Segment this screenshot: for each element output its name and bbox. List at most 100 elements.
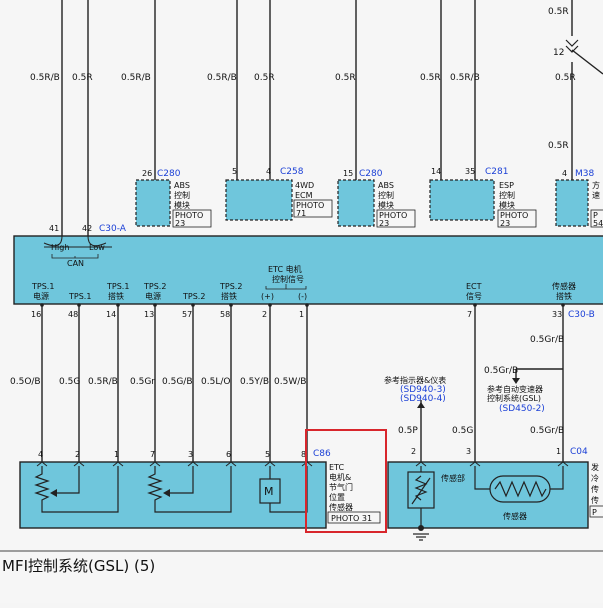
module-name-line: ECM bbox=[295, 191, 313, 200]
connector-code: C281 bbox=[485, 167, 508, 177]
arrow-up bbox=[417, 402, 425, 408]
connector-code: C280 bbox=[157, 169, 181, 179]
right-splice-pin: 12 bbox=[553, 48, 564, 58]
ecm-signal-label: 电源 bbox=[33, 291, 49, 301]
ecm-signal-label: TPS.1 bbox=[106, 282, 129, 291]
temp-gauge-sensor bbox=[474, 466, 564, 503]
ground-icon bbox=[413, 533, 429, 541]
etc-name-line: 电机& bbox=[329, 472, 351, 482]
top-wire-label: 0.5R/B bbox=[121, 73, 151, 83]
can-twist bbox=[43, 235, 112, 248]
ecm-bottom-pin: 48 bbox=[68, 310, 78, 319]
top-wire-label: 0.5R bbox=[335, 73, 356, 83]
tps2-potentiometer bbox=[147, 466, 232, 513]
ecm-signal-label: 搭铁 bbox=[221, 291, 237, 301]
pin-number: 8 bbox=[301, 450, 306, 459]
top-wire-label: 0.5R bbox=[548, 141, 569, 151]
photo-ref: PHOTO bbox=[500, 211, 528, 220]
c04-side-label: 传 bbox=[591, 495, 599, 505]
pin-number: 14 bbox=[431, 167, 441, 176]
module-name-line: 控制 bbox=[378, 190, 394, 200]
pin-number: 2 bbox=[75, 450, 80, 459]
wire-label: 0.5P bbox=[398, 426, 418, 436]
ecm-signal-label: TPS.2 bbox=[182, 292, 205, 301]
c04-photo-ref: P bbox=[592, 508, 597, 517]
wire-label: 0.5Gr/B bbox=[530, 426, 564, 436]
arrow-down bbox=[512, 378, 520, 384]
photo-ref: 23 bbox=[175, 219, 185, 228]
lower-wire-label: 0.5Gr bbox=[130, 377, 155, 387]
photo-ref: PHOTO bbox=[296, 201, 324, 210]
pin-number: 26 bbox=[142, 169, 152, 178]
module-name-line: 模块 bbox=[174, 200, 190, 210]
wire-label: 0.5Gr/B bbox=[484, 366, 518, 376]
sensor-ground-label: 搭铁 bbox=[556, 291, 572, 301]
ecm-bottom-pin: 1 bbox=[299, 310, 304, 319]
etc-signal-label: ETC 电机 bbox=[268, 264, 302, 274]
connector-c281: 14 35 C281 ESP 控制 模块 PHOTO 23 bbox=[429, 167, 537, 228]
ecm-bottom-pin: 7 bbox=[467, 310, 472, 319]
connector-c280-a: 26 C280 ABS 控制 模块 PHOTO 23 bbox=[135, 169, 212, 228]
c04-side-label: 传 bbox=[591, 484, 599, 494]
pin-number: 35 bbox=[465, 167, 475, 176]
page-title: MFI控制系统(GSL) (5) bbox=[2, 557, 155, 575]
sensor-part-label: 传感部 bbox=[441, 473, 465, 483]
lower-wire-label: 0.5W/B bbox=[274, 377, 306, 387]
top-wires bbox=[61, 0, 603, 236]
lower-wire-label: 0.5O/B bbox=[10, 377, 41, 387]
photo-ref: 71 bbox=[296, 209, 306, 218]
pin-markers bbox=[415, 461, 569, 467]
pin-number: 3 bbox=[466, 447, 471, 456]
connector-c258: 5 4 C258 4WD ECM PHOTO 71 bbox=[225, 167, 333, 221]
etc-signal-label: 控制信号 bbox=[272, 274, 304, 284]
module-name-line: 速 bbox=[592, 191, 600, 200]
wiper-arrow bbox=[50, 489, 57, 497]
ecm-module: 41 42 C30-A High Low CAN TPS.1 电源 TPS.1 … bbox=[13, 224, 603, 305]
lower-wire-label: 0.5G bbox=[59, 377, 80, 387]
module-name-line: 模块 bbox=[378, 200, 394, 210]
module-name-line: 方 bbox=[592, 180, 600, 190]
ref-instrument-code: (SD940-3) bbox=[400, 385, 446, 395]
connector-code: C258 bbox=[280, 167, 304, 177]
photo-ref: PHOTO bbox=[175, 211, 203, 220]
pin-number: 2 bbox=[411, 447, 416, 456]
top-wire-label: 0.5R/B bbox=[207, 73, 237, 83]
pin-number: 42 bbox=[82, 224, 92, 233]
lower-wire-label: 0.5Y/B bbox=[240, 377, 269, 387]
photo-ref: 54 bbox=[593, 219, 603, 228]
pin-number: 7 bbox=[150, 450, 155, 459]
etc-photo-ref: PHOTO 31 bbox=[331, 514, 372, 523]
photo-ref: PHOTO bbox=[379, 211, 407, 220]
splice-arrow bbox=[565, 39, 579, 47]
connector-code: C30-B bbox=[568, 310, 595, 320]
ecm-pin-dots bbox=[40, 303, 565, 307]
splice-arrow bbox=[565, 45, 579, 53]
pin-number: 6 bbox=[226, 450, 231, 459]
lower-wire-label: 0.5R/B bbox=[88, 377, 118, 387]
ecm-bottom-pin: 14 bbox=[106, 310, 116, 319]
ground-node bbox=[418, 525, 424, 531]
ref-transmission-label: 控制系统(GSL) bbox=[487, 393, 541, 403]
ref-transmission-label: 参考自动变速器 bbox=[487, 384, 543, 394]
ecm-signal-label: TPS.2 bbox=[219, 282, 242, 291]
motor-letter: M bbox=[264, 485, 274, 498]
connector-code: C04 bbox=[570, 447, 588, 457]
ecm-signal-label: TPS.1 bbox=[68, 292, 91, 301]
pin-number: 4 bbox=[266, 167, 271, 176]
lower-wire-label: 0.5L/O bbox=[201, 377, 230, 387]
top-wire-label: 0.5R/B bbox=[30, 73, 60, 83]
etc-module: 4 2 1 7 3 6 5 8 C86 M bbox=[19, 449, 331, 529]
thermistor bbox=[407, 466, 435, 530]
top-wire-label: 0.5R bbox=[254, 73, 275, 83]
highlight-box bbox=[305, 429, 387, 533]
top-wire-label: 0.5R bbox=[420, 73, 441, 83]
etc-name-line: 节气门 bbox=[329, 482, 353, 492]
top-wire-label: 0.5R/B bbox=[450, 73, 480, 83]
ecm-signal-label: 搭铁 bbox=[108, 291, 124, 301]
ref-instrument-label: 参考指示器&仪表 bbox=[384, 375, 446, 385]
c04-sensor-module: 2 3 1 C04 传感部 传感器 bbox=[387, 447, 589, 530]
module-name-line: ABS bbox=[378, 181, 394, 190]
right-top-wire-label: 0.5R bbox=[548, 7, 569, 17]
